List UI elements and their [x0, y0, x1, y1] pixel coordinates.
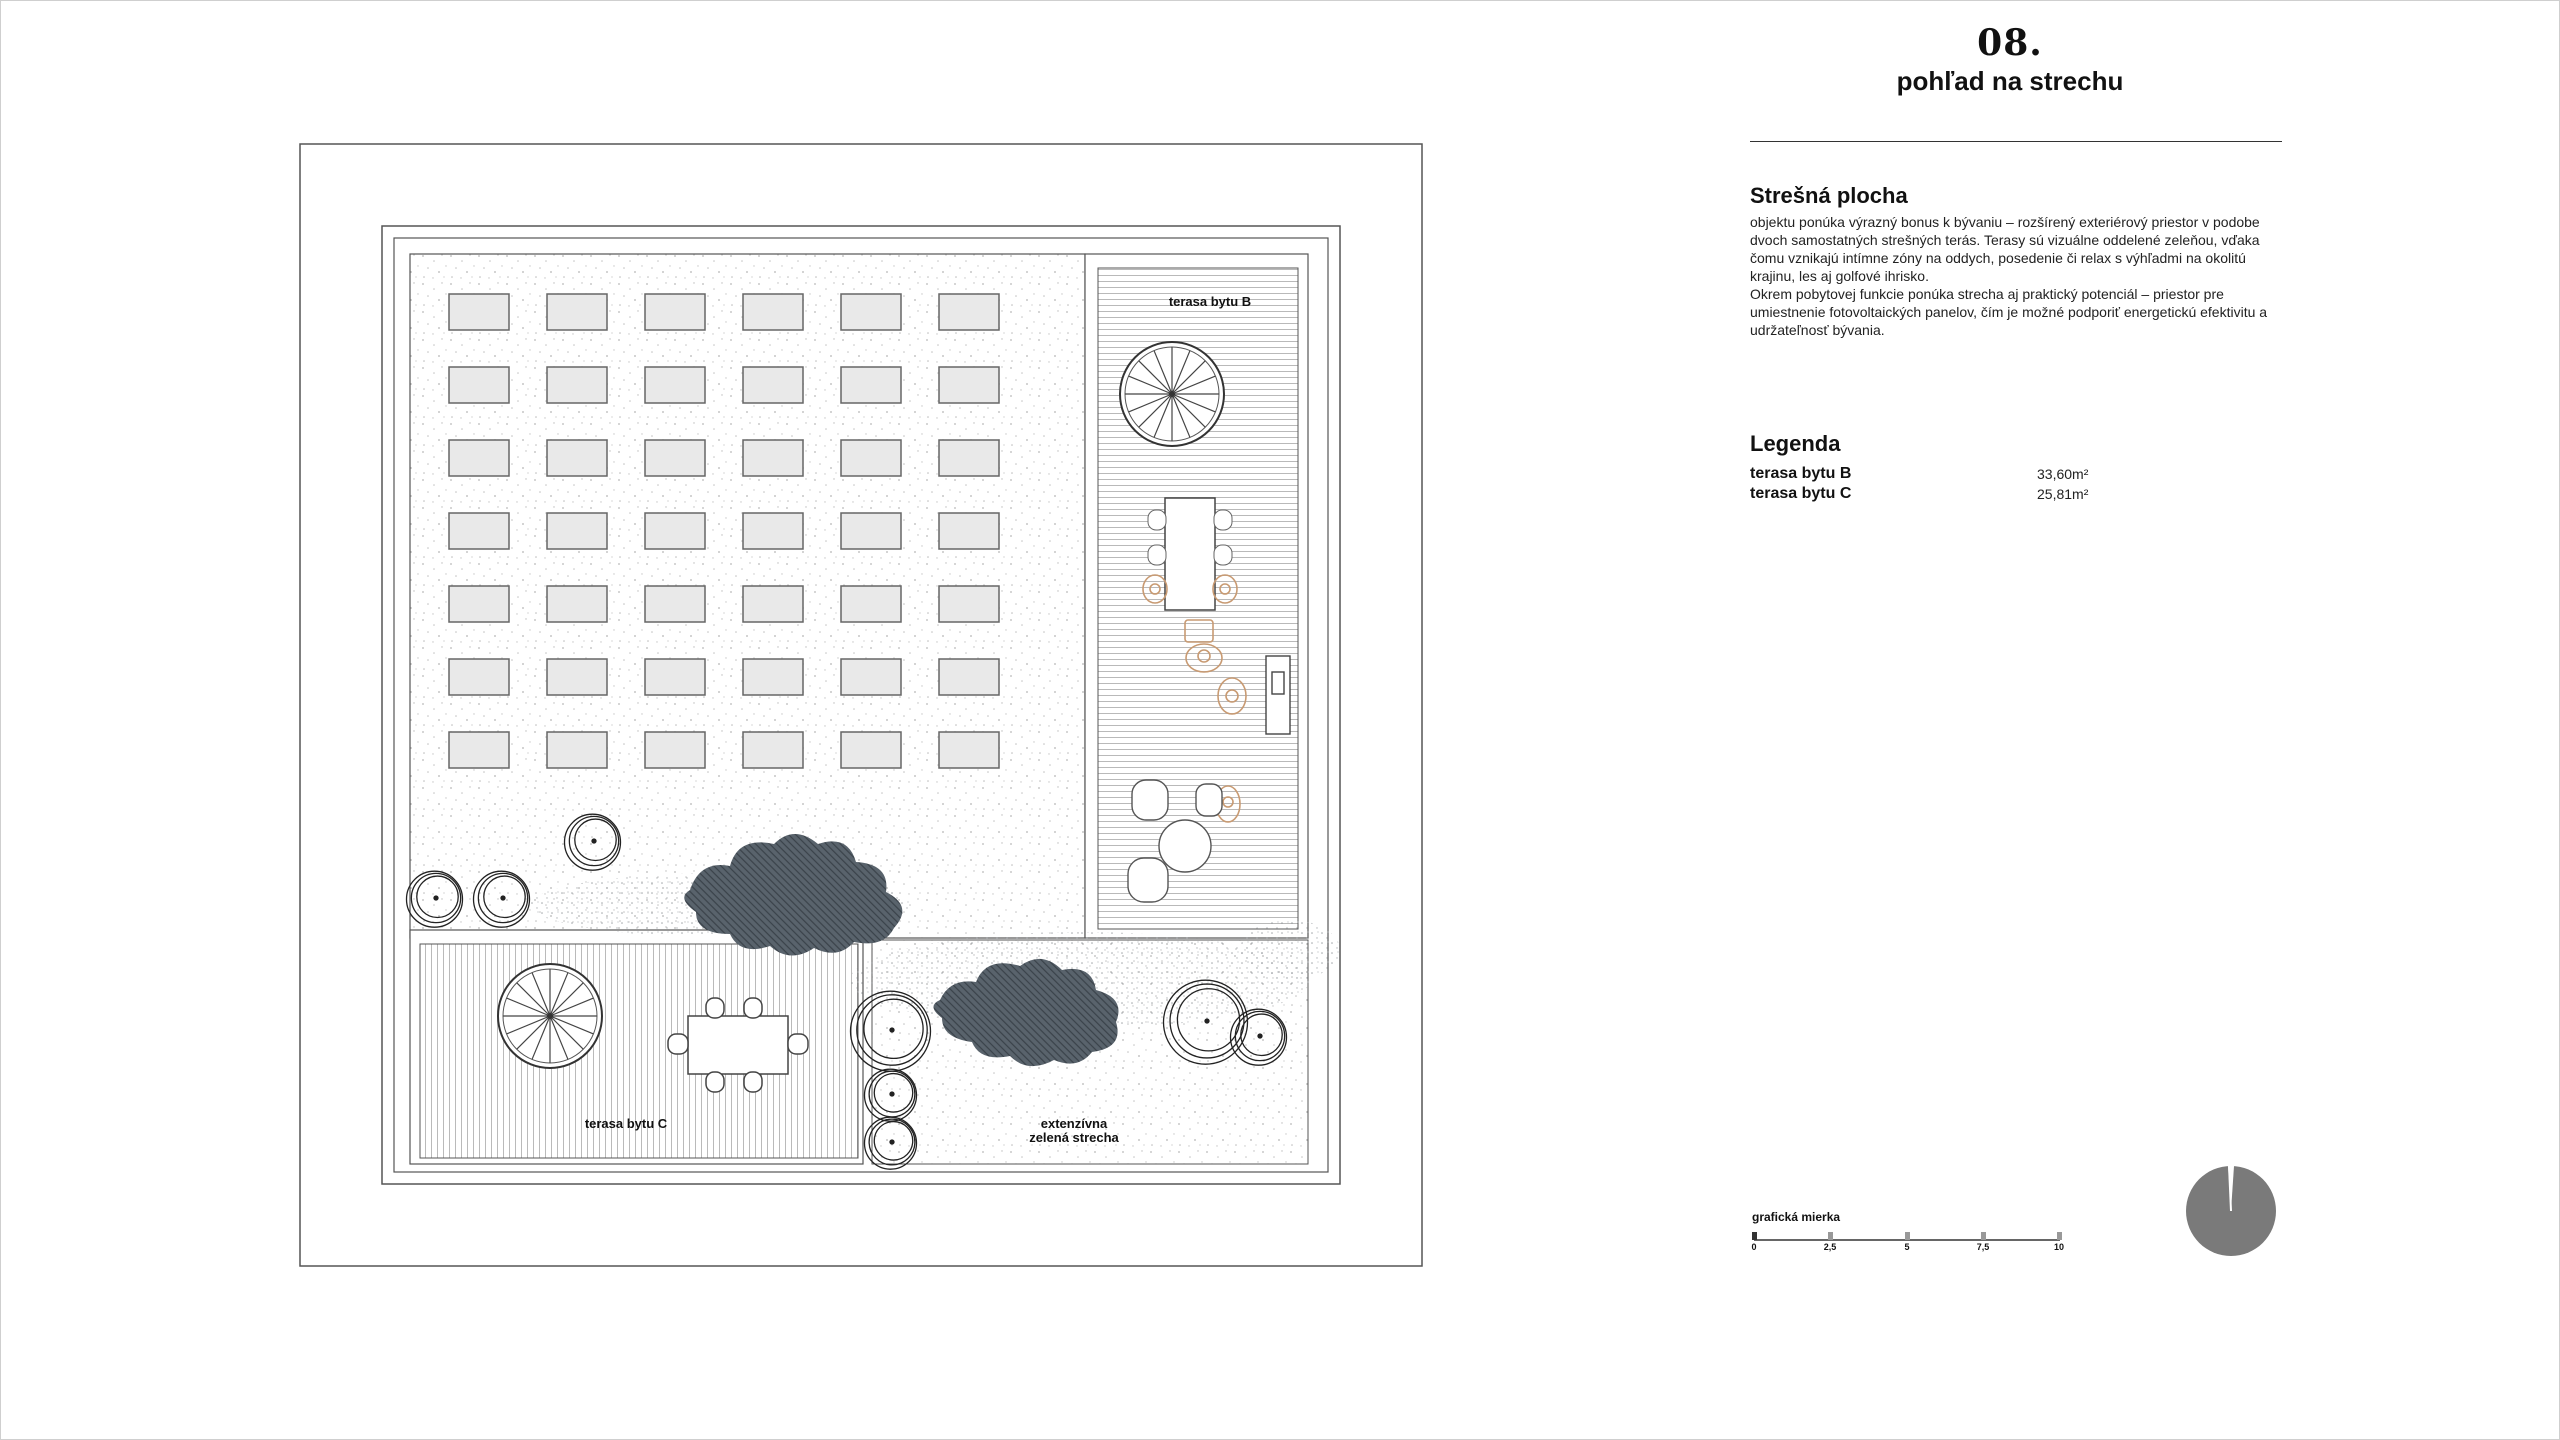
solar-panel — [742, 439, 804, 477]
legend-item-value: 33,60m² — [2037, 466, 2089, 482]
solar-panel — [644, 366, 706, 404]
solar-panel — [840, 366, 902, 404]
terrace-c-label: terasa bytu C — [585, 1116, 668, 1131]
solar-panel — [938, 658, 1000, 696]
scale-tick-label: 7,5 — [1976, 1242, 1990, 1252]
tree-icon — [563, 813, 622, 871]
solar-panel — [742, 658, 804, 696]
legend-item-value: 25,81m² — [2037, 486, 2089, 502]
solar-panel — [840, 658, 902, 696]
scale-label: grafická mierka — [1752, 1210, 1841, 1224]
solar-panel — [644, 585, 706, 623]
sheet-title: pohľad na strechu — [1896, 66, 2124, 96]
section-title: Strešná plocha — [1750, 183, 1908, 208]
tree-icon — [863, 1068, 918, 1122]
solar-panel — [742, 366, 804, 404]
dining-table-b — [1147, 497, 1233, 611]
tree-icon — [1229, 1008, 1288, 1066]
umbrella-icon — [1119, 341, 1225, 447]
lounge-set-b — [1127, 779, 1223, 903]
scale-tick-label: 10 — [2053, 1242, 2065, 1252]
solar-panel — [938, 439, 1000, 477]
dining-table-c — [667, 997, 809, 1093]
grill-icon — [1265, 655, 1291, 735]
solar-panel — [546, 512, 608, 550]
solar-panel — [938, 366, 1000, 404]
solar-panel — [448, 439, 510, 477]
solar-panel — [644, 439, 706, 477]
scale-tick-label: 2,5 — [1823, 1242, 1837, 1252]
solar-panel — [448, 366, 510, 404]
solar-panel — [546, 731, 608, 769]
solar-panel — [938, 512, 1000, 550]
solar-panel — [546, 658, 608, 696]
section-description: objektu ponúka výrazný bonus k bývaniu –… — [1750, 214, 2268, 338]
tree-icon — [1162, 979, 1249, 1065]
tree-icon — [849, 990, 932, 1072]
solar-panel — [546, 366, 608, 404]
tree-icon — [472, 870, 531, 928]
legend-item-label: terasa bytu B — [1750, 465, 1852, 482]
person-figure — [1142, 574, 1247, 823]
solar-panel — [840, 293, 902, 331]
scale-tick-label: 5 — [1904, 1242, 1910, 1252]
solar-panel — [644, 512, 706, 550]
parapet-inner — [393, 237, 1329, 1173]
solar-panel — [448, 731, 510, 769]
solar-panel — [644, 731, 706, 769]
umbrella-icon — [497, 963, 603, 1069]
shrub-group — [530, 834, 1340, 1067]
solar-panel — [644, 293, 706, 331]
tree-icon — [863, 1116, 918, 1170]
solar-panel — [840, 439, 902, 477]
green-roof-label-1: extenzívna — [1041, 1116, 1108, 1131]
solar-panel — [448, 293, 510, 331]
solar-panel — [840, 512, 902, 550]
solar-panel — [644, 658, 706, 696]
green-roof-label-2: zelená strecha — [1029, 1130, 1119, 1145]
solar-panel — [448, 658, 510, 696]
solar-panel — [938, 585, 1000, 623]
terrace-b-label: terasa bytu B — [1169, 294, 1251, 309]
tree-icon — [405, 870, 464, 928]
tree-group — [405, 813, 1288, 1170]
outer-frame — [299, 143, 1423, 1267]
solar-panel — [840, 585, 902, 623]
solar-panel — [448, 512, 510, 550]
solar-panel — [840, 731, 902, 769]
solar-panel — [938, 731, 1000, 769]
legend-item-label: terasa bytu C — [1750, 485, 1852, 502]
parapet-outer — [381, 225, 1341, 1185]
sheet-number: 08. — [1977, 22, 2043, 64]
solar-panel — [938, 293, 1000, 331]
scale-tick-label: 0 — [1751, 1242, 1757, 1252]
legend-title: Legenda — [1750, 431, 1841, 456]
graphic-scale — [1752, 1232, 2062, 1241]
north-arrow-icon — [2186, 1165, 2276, 1256]
solar-panel — [546, 293, 608, 331]
solar-panel — [742, 293, 804, 331]
header-divider — [1750, 141, 2282, 142]
solar-panel — [448, 585, 510, 623]
solar-panel — [742, 585, 804, 623]
solar-panel — [742, 512, 804, 550]
solar-panel — [546, 585, 608, 623]
solar-panel — [742, 731, 804, 769]
solar-panel — [546, 439, 608, 477]
solar-panel-array — [448, 293, 1000, 769]
